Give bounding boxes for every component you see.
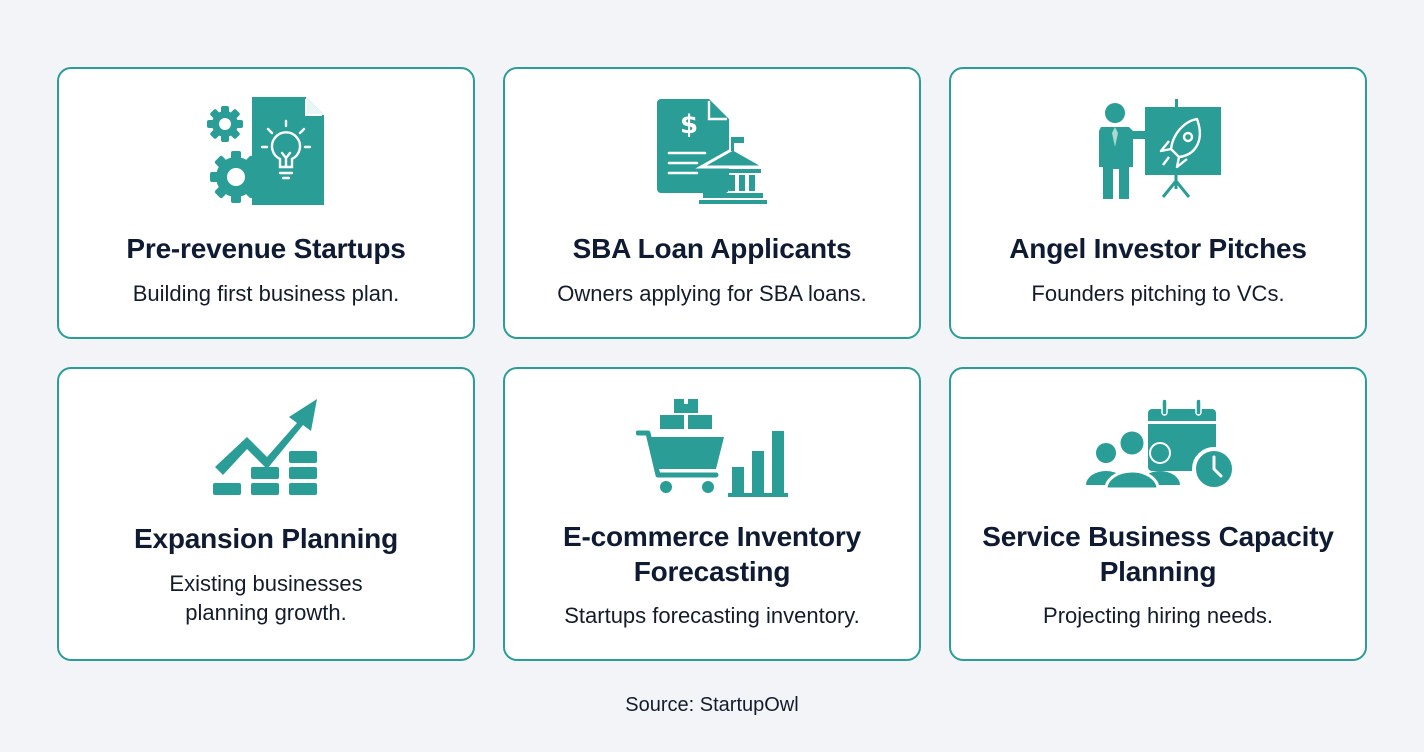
card-ecommerce-inventory-forecasting: E-commerce Inventory Forecasting Startup… bbox=[503, 367, 921, 661]
use-case-grid: Pre-revenue Startups Building first busi… bbox=[57, 67, 1368, 661]
card-description: Startups forecasting inventory. bbox=[564, 603, 860, 628]
card-title: Pre-revenue Startups bbox=[126, 233, 406, 264]
card-pre-revenue-startups: Pre-revenue Startups Building first busi… bbox=[57, 67, 475, 339]
card-title: Service Business Capacity Planning bbox=[982, 521, 1334, 587]
card-description: Building first business plan. bbox=[132, 281, 400, 306]
card-description: Existing businesses planning growth. bbox=[169, 571, 363, 625]
source-caption: Source: StartupOwl bbox=[625, 694, 799, 716]
card-angel-investor-pitches: Angel Investor Pitches Founders pitching… bbox=[949, 67, 1367, 339]
cart-boxes-bar-chart-icon bbox=[636, 397, 788, 497]
card-title: SBA Loan Applicants bbox=[572, 233, 852, 264]
card-title: Angel Investor Pitches bbox=[1009, 233, 1307, 264]
card-description: Projecting hiring needs. bbox=[1043, 603, 1273, 628]
growth-arrow-bars-icon bbox=[211, 397, 321, 501]
svg-text:$: $ bbox=[680, 110, 698, 140]
card-sba-loan-applicants: $ SBA Loan Applicants Owners a bbox=[503, 67, 921, 339]
gears-document-lightbulb-icon bbox=[206, 97, 326, 207]
card-title: E-commerce Inventory Forecasting bbox=[563, 521, 861, 587]
presenter-rocket-board-icon bbox=[1093, 97, 1223, 207]
card-service-business-capacity-planning: Service Business Capacity Planning Proje… bbox=[949, 367, 1367, 661]
team-calendar-clock-icon bbox=[1080, 397, 1236, 493]
card-description: Owners applying for SBA loans. bbox=[557, 281, 867, 306]
card-description: Founders pitching to VCs. bbox=[1031, 281, 1285, 306]
card-expansion-planning: Expansion Planning Existing businesses p… bbox=[57, 367, 475, 661]
card-title: Expansion Planning bbox=[134, 523, 398, 554]
loan-document-bank-icon: $ bbox=[657, 97, 767, 207]
